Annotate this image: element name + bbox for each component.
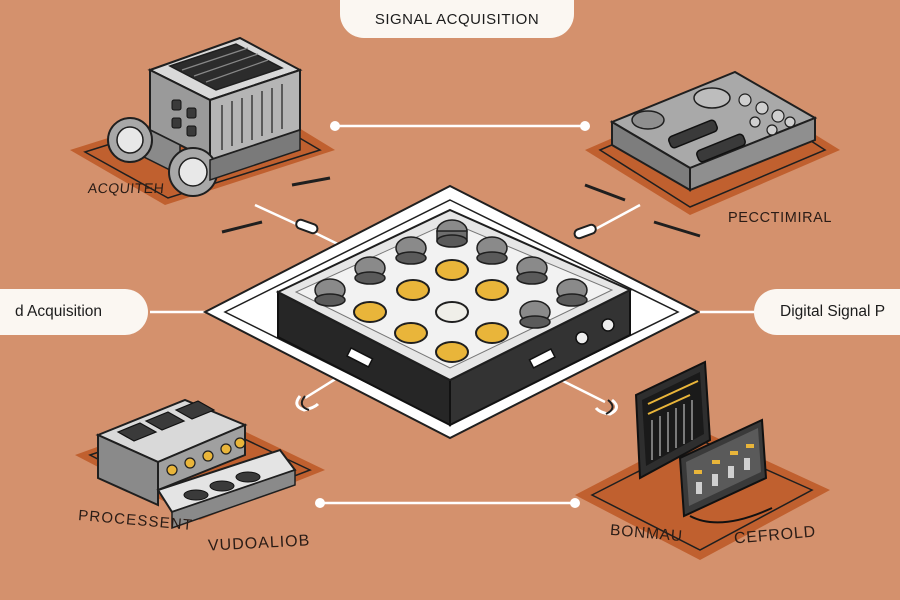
robot-module-icon bbox=[70, 36, 335, 205]
audio-mixer-icon bbox=[75, 398, 325, 530]
dash-marks bbox=[221, 176, 701, 238]
signal-acquisition-pill: SIGNAL ACQUISITION bbox=[340, 0, 574, 38]
monitor-display-icon bbox=[575, 360, 830, 560]
device-label-top-left: ACQUITEH bbox=[87, 180, 166, 196]
control-panel-icon bbox=[585, 70, 840, 215]
device-label-top-right: PECCTIMIRAL bbox=[728, 210, 833, 226]
signal-hub-icon bbox=[202, 184, 701, 440]
digital-signal-pill: Digital Signal P bbox=[754, 289, 900, 335]
pill-label: d Acquisition bbox=[14, 303, 102, 320]
pill-label: SIGNAL ACQUISITION bbox=[374, 10, 540, 28]
cable-plugs bbox=[295, 218, 618, 416]
acquisition-pill: d Acquisition bbox=[0, 289, 148, 335]
pill-label: Digital Signal P bbox=[780, 303, 886, 320]
